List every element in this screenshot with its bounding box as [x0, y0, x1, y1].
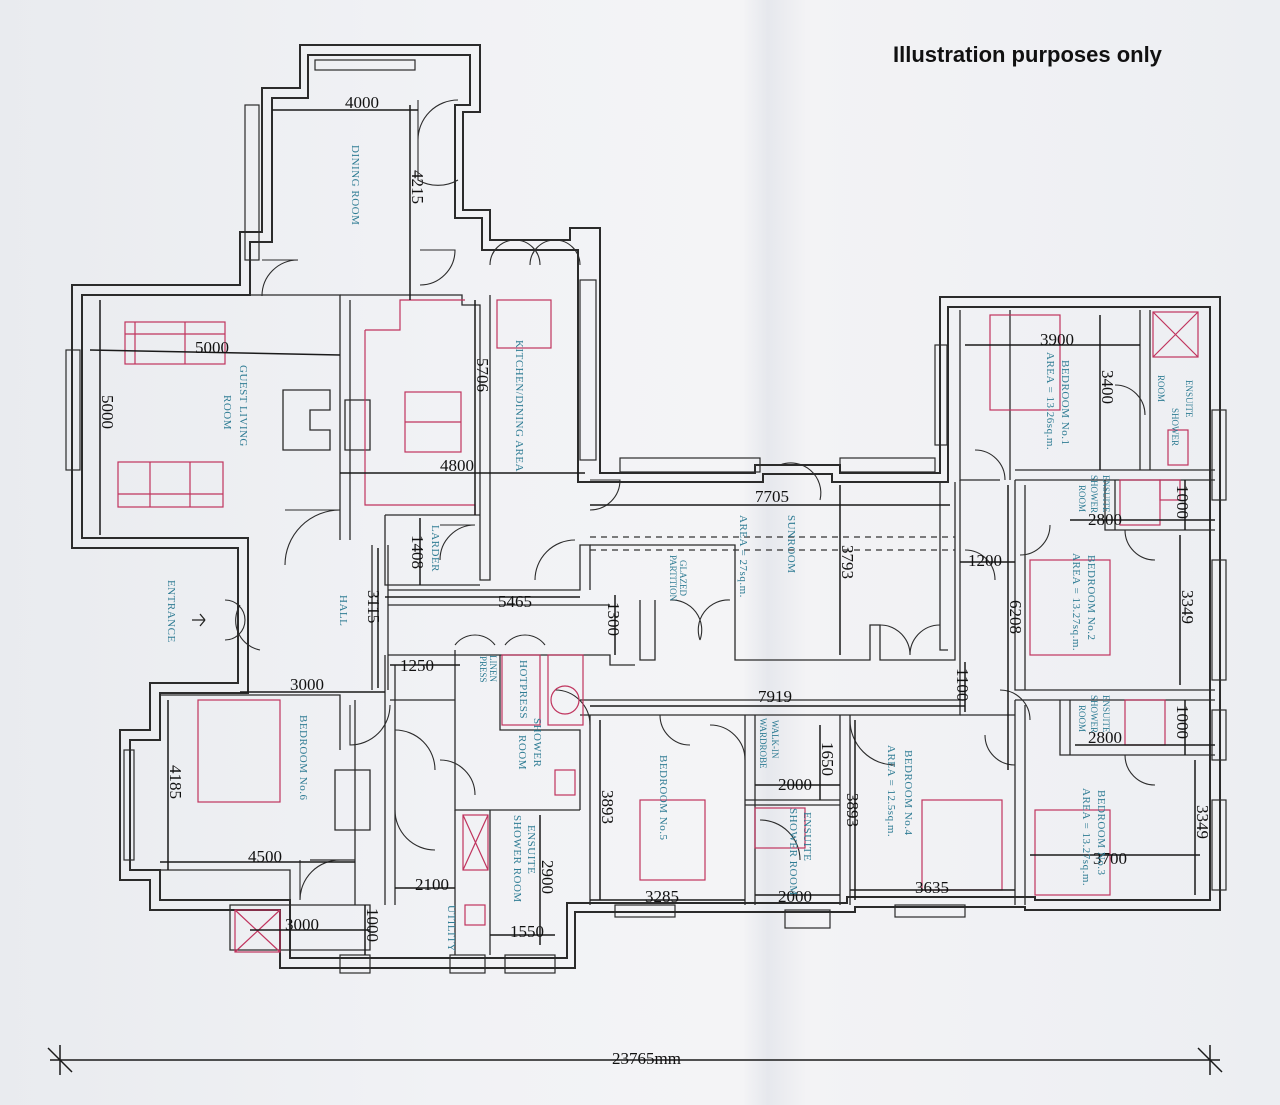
dim-ensuite-width: 1550: [510, 922, 544, 941]
label-glazed-1: GLAZED: [678, 560, 688, 596]
label-bedroom-4: BEDROOM No.4: [902, 750, 914, 835]
dim-corridor2-width: 7919: [758, 687, 792, 706]
label-ensuite4-2: SHOWER ROOM: [787, 808, 799, 896]
label-bedroom-5: BEDROOM No.5: [657, 755, 669, 840]
dim-corridor2-height: 1100: [953, 668, 972, 701]
dim-hall-width: 3000: [290, 675, 324, 694]
dim-hall-height: 3115: [364, 590, 383, 623]
dim-bed1-width: 3900: [1040, 330, 1074, 349]
dim-overall-width: 23765mm: [612, 1049, 681, 1068]
label-dining-room: DINING ROOM: [349, 145, 361, 225]
dim-bed3-width: 3700: [1093, 849, 1127, 868]
label-walkin-2: WARDROBE: [758, 718, 768, 769]
label-ensuite4-1: ENSUITE: [801, 812, 813, 861]
label-linen-2: PRESS: [478, 656, 488, 683]
label-ensuite1-2: SHOWER: [1170, 408, 1180, 446]
label-guest-living-1: GUEST LIVING: [237, 365, 249, 447]
internal-walls: [160, 294, 1215, 955]
dimension-lines: [47, 105, 1223, 1075]
dim-bed2-ensuite-width: 2800: [1088, 510, 1122, 529]
label-sunroom-area: AREA = 27sq.m.: [737, 515, 749, 598]
dim-utility-width: 2100: [415, 875, 449, 894]
dim-larder: 1408: [408, 535, 427, 569]
dim-sunroom-width: 7705: [755, 487, 789, 506]
label-kitchen: KITCHEN/DINING AREA: [513, 340, 525, 472]
label-ensuite-1: ENSUITE: [525, 825, 537, 874]
windows: [65, 59, 1227, 974]
dim-living-width: 5000: [195, 338, 229, 357]
label-ensuite2-2: SHOWER: [1089, 475, 1099, 513]
label-entrance: ENTRANCE: [165, 580, 177, 643]
furniture: [117, 299, 1199, 953]
label-bedroom-6: BEDROOM No.6: [297, 715, 309, 800]
dim-walkin-width: 2000: [778, 775, 812, 794]
dim-bed6-height: 4185: [166, 765, 185, 799]
dim-bed3-ensuite-height: 1000: [1173, 705, 1192, 739]
label-hotpress: HOTPRESS: [517, 660, 529, 719]
dim-bed2-ensuite-height: 1000: [1173, 485, 1192, 519]
dim-dining-height: 4215: [408, 170, 427, 204]
dim-bed6-width: 4500: [248, 847, 282, 866]
label-shower-1: SHOWER: [531, 718, 543, 768]
label-ensuite1-3: ROOM: [1156, 375, 1166, 402]
dim-ensuite4-width: 2000: [778, 887, 812, 906]
label-glazed-2: PARTITION: [668, 555, 678, 602]
label-sunroom: SUNROOM: [785, 515, 797, 574]
label-ensuite3-3: ROOM: [1077, 705, 1087, 732]
entrance-arrow-icon: [192, 613, 206, 627]
dim-east-corridor-height: 6208: [1006, 600, 1025, 634]
illustration-note: Illustration purposes only: [893, 42, 1162, 67]
label-bedroom-3: BEDROOM No.3: [1095, 790, 1107, 875]
label-hall: HALL: [337, 595, 349, 626]
label-ensuite2-1: ENSUITE: [1101, 475, 1111, 513]
label-utility: UTILITY: [445, 905, 457, 952]
label-bedroom-2-area: AREA = 13.27sq.m.: [1070, 553, 1082, 651]
label-ensuite3-1: ENSUITE: [1101, 695, 1111, 733]
dim-sunroom-height: 3793: [838, 545, 857, 579]
dim-bed6-ensuite-height: 1000: [363, 908, 382, 942]
door-swings: [224, 99, 1156, 901]
dim-bed5-width: 3285: [645, 887, 679, 906]
label-bedroom-4-area: AREA = 12.5sq.m.: [885, 745, 897, 837]
dim-bed3-ensuite-width: 2800: [1088, 728, 1122, 747]
dim-bed2-height: 3349: [1178, 590, 1197, 624]
label-bedroom-1-area: AREA = 13.26sq.m.: [1044, 352, 1056, 450]
dim-east-corridor-width: 1200: [968, 551, 1002, 570]
label-ensuite-2: SHOWER ROOM: [511, 815, 523, 903]
label-ensuite1-1: ENSUITE: [1184, 380, 1194, 418]
dim-bed6-ensuite-width: 3000: [285, 915, 319, 934]
label-guest-living-2: ROOM: [221, 395, 233, 430]
dim-corridor-width: 5465: [498, 592, 532, 611]
label-ensuite2-3: ROOM: [1077, 485, 1087, 512]
label-bedroom-3-area: AREA = 13.27sq.m.: [1080, 788, 1092, 886]
outer-walls: [71, 44, 1221, 969]
dim-corridor-height: 1300: [604, 602, 623, 636]
label-larder: LARDER: [429, 525, 441, 572]
dim-bed4-width: 3635: [915, 878, 949, 897]
dim-ensuite-height: 2900: [538, 860, 557, 894]
dim-bed1-height: 3400: [1098, 370, 1117, 404]
dim-bed3-height: 3349: [1193, 805, 1212, 839]
dimension-labels: 4000 4215 5000 5000 5706 4800 1408 3115 …: [98, 93, 1212, 1068]
dim-dining-width: 4000: [345, 93, 379, 112]
dim-linen-width: 1250: [400, 656, 434, 675]
label-linen-1: LINEN: [488, 655, 498, 682]
dim-kitchen-height: 5706: [473, 358, 492, 392]
label-bedroom-1: BEDROOM No.1: [1059, 360, 1071, 445]
dim-walkin-height: 1650: [818, 742, 837, 776]
label-walkin-1: WALK-IN: [770, 720, 780, 759]
label-bedroom-2: BEDROOM No.2: [1085, 555, 1097, 640]
label-ensuite3-2: SHOWER: [1089, 695, 1099, 733]
dim-kitchen-width: 4800: [440, 456, 474, 475]
dim-living-height: 5000: [98, 395, 117, 429]
dim-bed4-height: 3893: [843, 793, 862, 827]
room-labels: DINING ROOM GUEST LIVING ROOM KITCHEN/DI…: [165, 145, 1194, 952]
dim-bed5-height: 3893: [598, 790, 617, 824]
label-shower-2: ROOM: [516, 735, 528, 770]
